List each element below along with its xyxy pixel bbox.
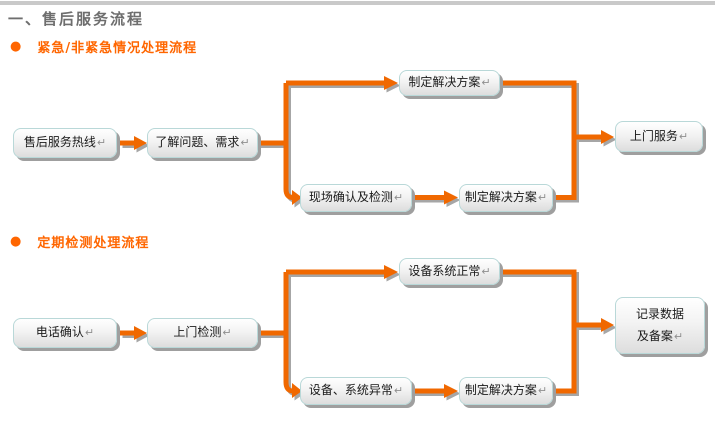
flow1-node-understand-needs: 了解问题、需求↵ [147, 128, 258, 158]
flow1-node-make-solution-bottom: 制定解决方案↵ [459, 184, 553, 212]
flow2-node-system-normal: 设备系统正常↵ [399, 258, 500, 285]
bullet-icon: ● [10, 39, 22, 54]
flow2-node-make-solution: 制定解决方案↵ [459, 377, 553, 405]
node-label: 售后服务热线↵ [23, 135, 107, 150]
section-heading-label: 定期检测处理流程 [37, 236, 150, 251]
return-mark: ↵ [537, 384, 548, 398]
return-mark: ↵ [222, 326, 232, 340]
return-mark: ↵ [393, 384, 404, 398]
flow1-connector-lines [120, 76, 614, 205]
return-mark: ↵ [96, 136, 107, 150]
flow2-node-system-abnormal: 设备、系统异常↵ [300, 377, 412, 405]
section-heading-label: 紧急/非紧急情况处理流程 [37, 41, 198, 56]
flow2-connector-lines [120, 265, 614, 398]
page-title: 一、售后服务流程 [8, 10, 145, 28]
node-label: 制定解决方案↵ [464, 383, 548, 398]
section-heading-inspection: ● 定期检测处理流程 [10, 232, 149, 251]
top-divider [0, 1, 715, 5]
return-mark: ↵ [481, 264, 491, 278]
node-label: 记录数据 [635, 306, 684, 321]
flow2-node-door-inspection: 上门检测↵ [147, 318, 258, 348]
node-label: 设备、系统异常↵ [308, 383, 404, 398]
node-label: 电话确认↵ [35, 325, 95, 340]
flow1-node-onsite-confirm: 现场确认及检测↵ [300, 184, 412, 212]
flow1-node-hotline: 售后服务热线↵ [13, 128, 117, 158]
return-mark: ↵ [393, 191, 404, 205]
return-mark: ↵ [678, 129, 689, 143]
flow2-node-record-data: 记录数据 及备案↵ [615, 297, 705, 354]
node-label: 及备案↵ [636, 328, 684, 343]
node-label: 制定解决方案↵ [464, 190, 548, 205]
return-mark: ↵ [673, 329, 684, 343]
node-label: 上门检测↵ [173, 325, 232, 340]
return-mark: ↵ [84, 326, 95, 340]
node-label: 了解问题、需求↵ [155, 135, 250, 150]
node-label: 现场确认及检测↵ [308, 190, 404, 205]
node-label: 设备系统正常↵ [408, 263, 491, 278]
node-label: 制定解决方案↵ [408, 75, 491, 90]
return-mark: ↵ [481, 76, 491, 90]
section-heading-emergency: ● 紧急/非紧急情况处理流程 [10, 37, 197, 56]
node-label: 上门服务↵ [629, 128, 689, 143]
return-mark: ↵ [537, 191, 548, 205]
flow2-node-phone-confirm: 电话确认↵ [13, 318, 117, 348]
flow1-node-door-service: 上门服务↵ [615, 121, 703, 152]
bullet-icon: ● [10, 234, 22, 249]
return-mark: ↵ [240, 136, 250, 150]
flow1-node-make-solution-top: 制定解决方案↵ [399, 70, 500, 96]
